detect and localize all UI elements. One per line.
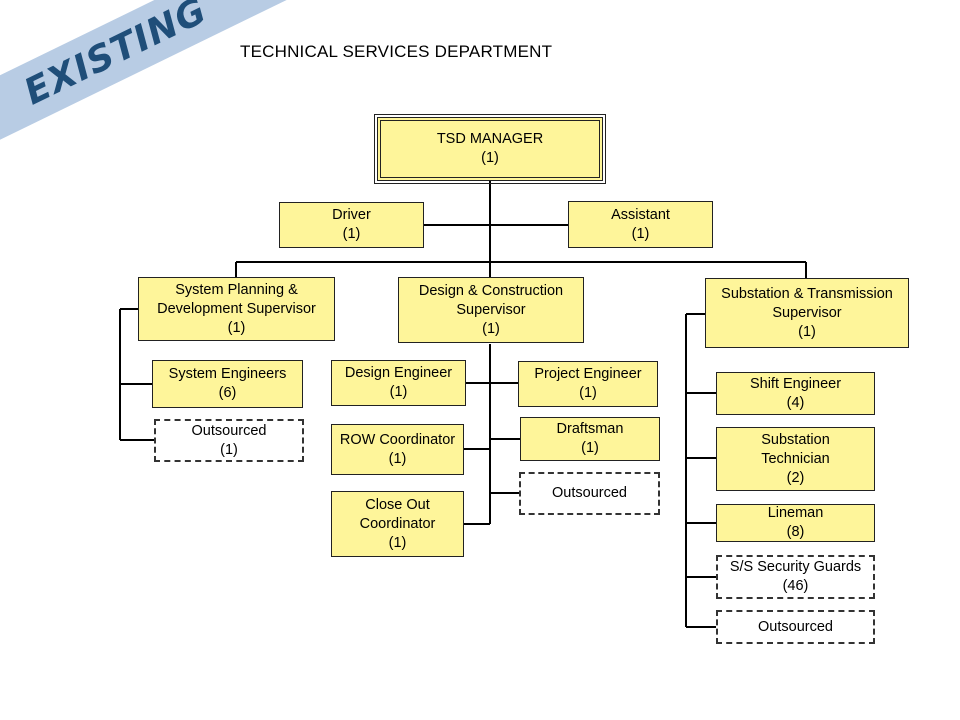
substation-technician-box: Substation Technician (2) xyxy=(716,427,875,491)
node-label: System Engineers xyxy=(168,366,287,382)
lineman-box: Lineman (8) xyxy=(716,504,875,542)
node-count: (1) xyxy=(389,384,408,400)
design-engineer-box: Design Engineer (1) xyxy=(331,360,466,406)
node-count: (2) xyxy=(786,469,805,486)
node-count: (1) xyxy=(579,385,597,401)
shift-engineer-box: Shift Engineer (4) xyxy=(716,372,875,415)
node-count: (1) xyxy=(631,225,650,242)
node-count: (1) xyxy=(342,226,361,242)
node-count: (4) xyxy=(786,394,805,411)
node-count: (1) xyxy=(227,319,246,336)
node-label: Assistant xyxy=(611,206,670,223)
node-label: Outsourced xyxy=(191,422,267,439)
page-title: TECHNICAL SERVICES DEPARTMENT xyxy=(240,42,553,61)
node-count: (1) xyxy=(482,320,500,337)
node-label: Project Engineer xyxy=(534,366,642,382)
node-count: (1) xyxy=(581,440,599,456)
node-count: (1) xyxy=(388,534,407,551)
node-label: ROW Coordinator xyxy=(339,431,456,448)
node-label: Outsourced xyxy=(552,485,627,501)
planning-supervisor-box: System Planning & Development Supervisor… xyxy=(138,277,335,341)
node-label: S/S Security Guards xyxy=(729,559,862,575)
node-label: Substation & Transmission Supervisor xyxy=(721,285,893,321)
closeout-coordinator-box: Close Out Coordinator (1) xyxy=(331,491,464,557)
node-count: (46) xyxy=(782,578,809,594)
system-engineers-box: System Engineers (6) xyxy=(152,360,303,408)
planning-outsourced-box: Outsourced (1) xyxy=(154,419,304,462)
assistant-box: Assistant (1) xyxy=(568,201,713,248)
draftsman-box: Draftsman (1) xyxy=(520,417,660,461)
security-guards-box: S/S Security Guards (46) xyxy=(716,555,875,599)
project-engineer-box: Project Engineer (1) xyxy=(518,361,658,407)
design-supervisor-box: Design & Construction Supervisor (1) xyxy=(398,277,584,343)
node-label: Shift Engineer xyxy=(749,375,842,392)
node-label: Lineman xyxy=(767,505,824,521)
tsd-manager-box: TSD MANAGER (1) xyxy=(374,114,606,184)
node-label: Design & Construction Supervisor xyxy=(418,282,564,318)
node-count: (1) xyxy=(798,323,816,340)
driver-box: Driver (1) xyxy=(279,202,424,248)
node-label: Substation Technician xyxy=(761,431,830,467)
node-label: Design Engineer xyxy=(344,365,453,381)
row-coordinator-box: ROW Coordinator (1) xyxy=(331,424,464,475)
node-label: System Planning & Development Supervisor xyxy=(157,281,316,317)
substation-outsourced-box: Outsourced xyxy=(716,610,875,644)
node-label: Outsourced xyxy=(758,618,833,635)
node-count: (1) xyxy=(388,450,407,467)
node-count: (1) xyxy=(481,150,499,166)
node-count: (6) xyxy=(218,385,237,401)
node-label: TSD MANAGER xyxy=(436,131,544,147)
substation-supervisor-box: Substation & Transmission Supervisor (1) xyxy=(705,278,909,348)
node-label: Close Out Coordinator xyxy=(359,496,436,532)
node-label: Driver xyxy=(332,207,371,223)
node-count: (1) xyxy=(220,441,238,458)
design-outsourced-box: Outsourced xyxy=(519,472,660,515)
node-label: Draftsman xyxy=(556,421,624,437)
node-count: (8) xyxy=(786,524,805,540)
